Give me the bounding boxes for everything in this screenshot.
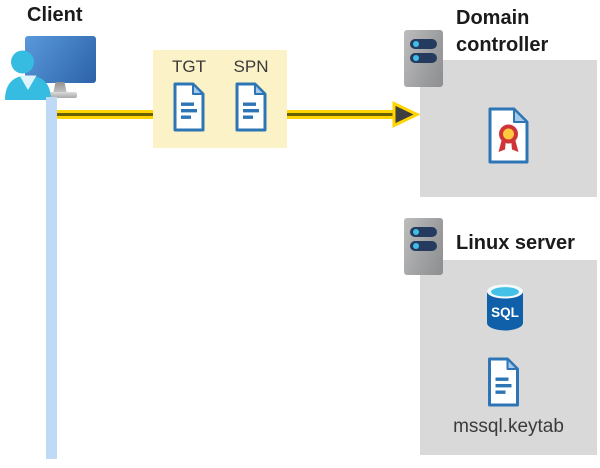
monitor-stand-base: [46, 92, 77, 98]
tgt-label: TGT: [172, 57, 206, 76]
monitor-stand-neck: [53, 82, 67, 94]
certificate-icon: [488, 107, 529, 164]
server-slot-icon: [410, 53, 437, 63]
server-slot-icon: [410, 39, 437, 49]
tgt-ticket: TGT: [167, 57, 211, 148]
sql-database-icon: SQL: [487, 284, 523, 331]
linux-server-label: Linux server: [456, 232, 575, 254]
client-label: Client: [27, 4, 83, 26]
domain-controller-server-icon: [404, 30, 443, 87]
user-icon: [5, 50, 51, 100]
spn-label: SPN: [233, 57, 269, 76]
linux-server-icon: [404, 218, 443, 275]
arrow-head-icon: [392, 101, 420, 128]
server-slot-icon: [410, 227, 437, 237]
spn-ticket: SPN: [229, 57, 273, 148]
keytab-file-icon: [488, 357, 519, 407]
client-lifeline: [46, 97, 57, 459]
domain-controller-label: Domain controller: [456, 7, 549, 56]
tgt-document-icon: [173, 82, 205, 132]
sql-icon-label: SQL: [491, 305, 519, 320]
server-slot-icon: [410, 241, 437, 251]
keytab-filename-label: mssql.keytab: [453, 416, 564, 437]
ticket-box: TGT SPN: [153, 50, 287, 148]
monitor-icon: [25, 36, 96, 83]
spn-document-icon: [235, 82, 267, 132]
